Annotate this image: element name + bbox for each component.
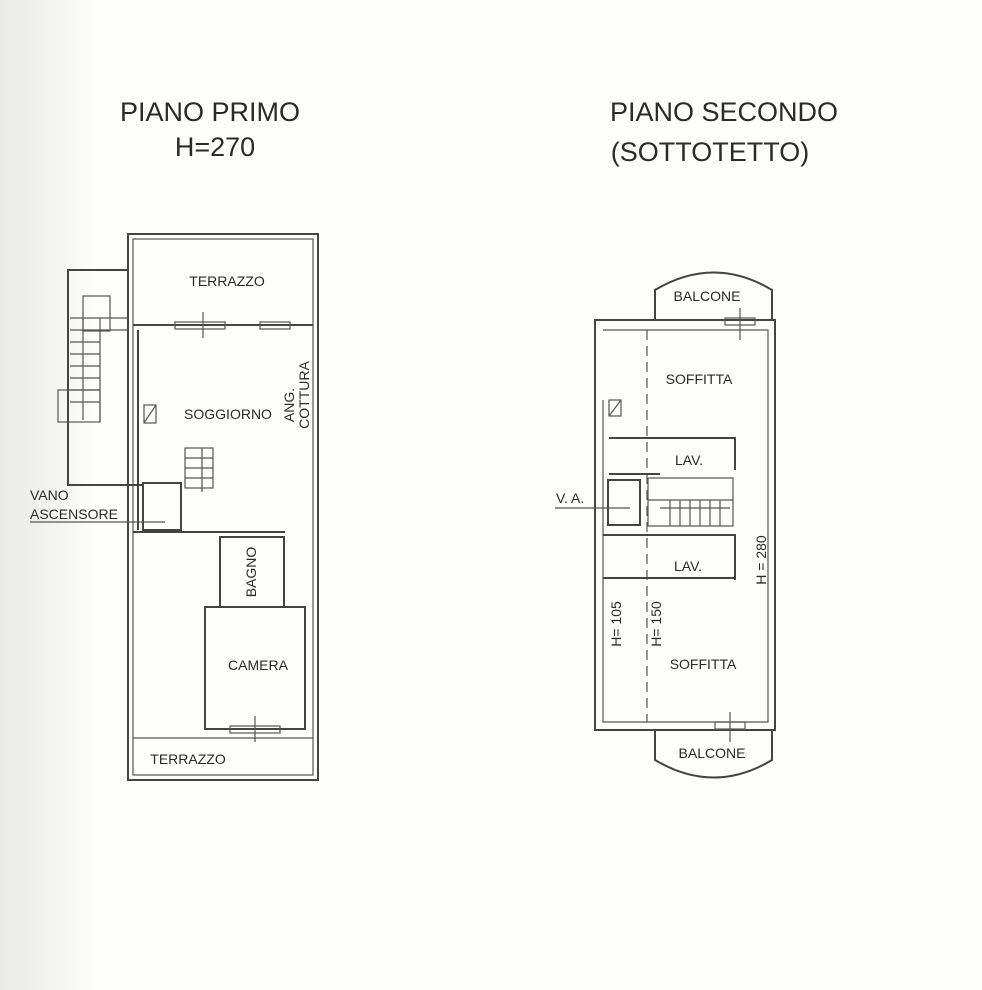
room-label-balcone-top: BALCONE: [674, 288, 741, 304]
room-label-va: V. A.: [556, 490, 584, 506]
height-label-105: H= 105: [608, 601, 624, 647]
second-floor-plan: BALCONE SOFFITTA LAV. V. A. LAV. H = 280…: [555, 271, 776, 779]
room-label-ascensore: ASCENSORE: [30, 506, 118, 522]
room-label-lav-top: LAV.: [675, 452, 703, 468]
room-label-camera: CAMERA: [228, 657, 289, 673]
room-label-bagno: BAGNO: [243, 547, 259, 598]
first-floor-title: PIANO PRIMO: [120, 97, 300, 127]
room-label-vano: VANO: [30, 487, 69, 503]
room-label-soffitta-bottom: SOFFITTA: [670, 656, 737, 672]
room-label-balcone-bottom: BALCONE: [679, 745, 746, 761]
first-floor-plan: TERRAZZO SOGGIORNO ANG. COTTURA VANO ASC…: [30, 233, 319, 781]
scan-edge-shading: [0, 0, 95, 990]
room-label-terrazzo-top: TERRAZZO: [189, 273, 265, 289]
second-floor-subtitle: (SOTTOTETTO): [611, 137, 810, 167]
room-label-soggiorno: SOGGIORNO: [184, 406, 272, 422]
height-label-280: H = 280: [753, 535, 769, 585]
height-label-150: H= 150: [648, 601, 664, 647]
second-floor-title: PIANO SECONDO: [610, 97, 838, 127]
room-label-cottura: COTTURA: [296, 361, 312, 429]
room-label-lav-bottom: LAV.: [674, 558, 702, 574]
room-label-ang: ANG.: [281, 388, 297, 422]
first-floor-height: H=270: [175, 132, 255, 162]
room-label-terrazzo-bottom: TERRAZZO: [150, 751, 226, 767]
room-label-soffitta-top: SOFFITTA: [666, 371, 733, 387]
